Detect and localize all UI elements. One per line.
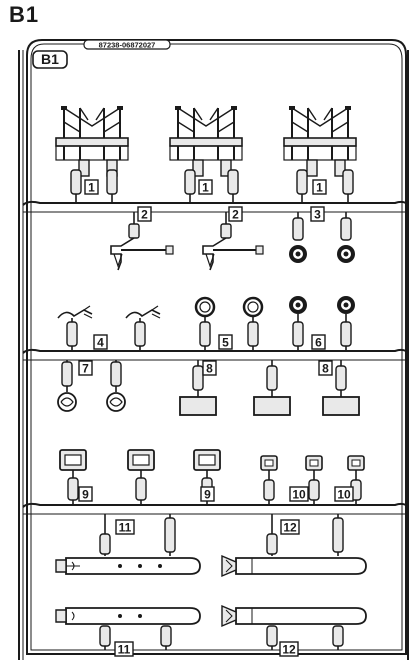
callout-8: 8 — [202, 360, 217, 376]
part-10-a — [260, 455, 278, 505]
callout-text: 8 — [206, 362, 213, 376]
part-1-b — [169, 105, 243, 203]
callout-text: 2 — [141, 208, 148, 222]
part-9-b — [127, 449, 155, 505]
callout-11: 11 — [115, 519, 135, 535]
part-6-b — [337, 296, 355, 351]
callout-text: 12 — [283, 521, 297, 535]
callout-text: 3 — [314, 208, 321, 222]
part-4-a — [57, 305, 93, 351]
callout-1: 1 — [198, 179, 213, 195]
callout-9: 9 — [78, 486, 93, 502]
callout-6: 6 — [311, 334, 326, 350]
part-3-b — [337, 212, 355, 263]
part-5-a — [194, 296, 216, 351]
callout-9: 9 — [200, 486, 215, 502]
part-1-c — [283, 105, 357, 203]
callout-11: 11 — [114, 641, 134, 657]
part-5-b — [242, 296, 264, 351]
part-12-torpedo-top — [221, 514, 367, 578]
part-4-b — [125, 305, 161, 351]
callout-5: 5 — [218, 334, 233, 350]
sprue-frame — [26, 39, 407, 655]
part-3-a — [289, 212, 307, 263]
callout-3: 3 — [310, 206, 325, 222]
callout-text: 12 — [282, 643, 296, 657]
callout-text: 8 — [322, 362, 329, 376]
callout-text: 4 — [97, 336, 104, 350]
callout-text: 9 — [82, 488, 89, 502]
callout-12: 12 — [280, 519, 300, 535]
part-7-b — [106, 360, 126, 412]
sheet-tab-label: B1 — [41, 51, 59, 67]
callout-12: 12 — [279, 641, 299, 657]
callout-text: 1 — [202, 181, 209, 195]
callout-text: 1 — [316, 181, 323, 195]
part-11-torpedo-bottom — [55, 607, 201, 650]
part-7-a — [57, 360, 77, 412]
sheet-heading: B1 — [9, 2, 40, 27]
part-10-b — [305, 455, 323, 505]
part-code-label: 87238-06872027 — [99, 41, 156, 50]
part-12-torpedo-bottom — [221, 604, 367, 650]
callout-text: 5 — [222, 336, 229, 350]
part-1-a — [55, 105, 129, 203]
runner-lines — [22, 200, 409, 515]
callout-4: 4 — [93, 334, 108, 350]
part-11-torpedo-top — [55, 514, 201, 575]
callout-text: 6 — [315, 336, 322, 350]
callout-text: 11 — [119, 521, 132, 535]
callout-text: 11 — [118, 643, 131, 657]
callout-1: 1 — [312, 179, 327, 195]
callout-10: 10 — [289, 486, 309, 502]
part-8-a — [179, 360, 217, 416]
callout-8: 8 — [318, 360, 333, 376]
callout-text: 9 — [204, 488, 211, 502]
callout-10: 10 — [334, 486, 354, 502]
callout-7: 7 — [78, 360, 93, 376]
callout-text: 1 — [88, 181, 95, 195]
part-8-c — [322, 360, 360, 416]
part-2-a — [110, 212, 174, 271]
callout-text: 7 — [82, 362, 89, 376]
callout-text: 2 — [232, 208, 239, 222]
part-6-a — [289, 296, 307, 351]
callout-2: 2 — [228, 206, 243, 222]
part-2-b — [202, 212, 264, 271]
callout-text: 10 — [337, 488, 351, 502]
callout-1: 1 — [84, 179, 99, 195]
part-8-b — [253, 360, 291, 416]
part-9-a — [59, 449, 87, 505]
callout-2: 2 — [137, 206, 152, 222]
callout-text: 10 — [292, 488, 306, 502]
sheet-tab-box — [32, 50, 68, 69]
